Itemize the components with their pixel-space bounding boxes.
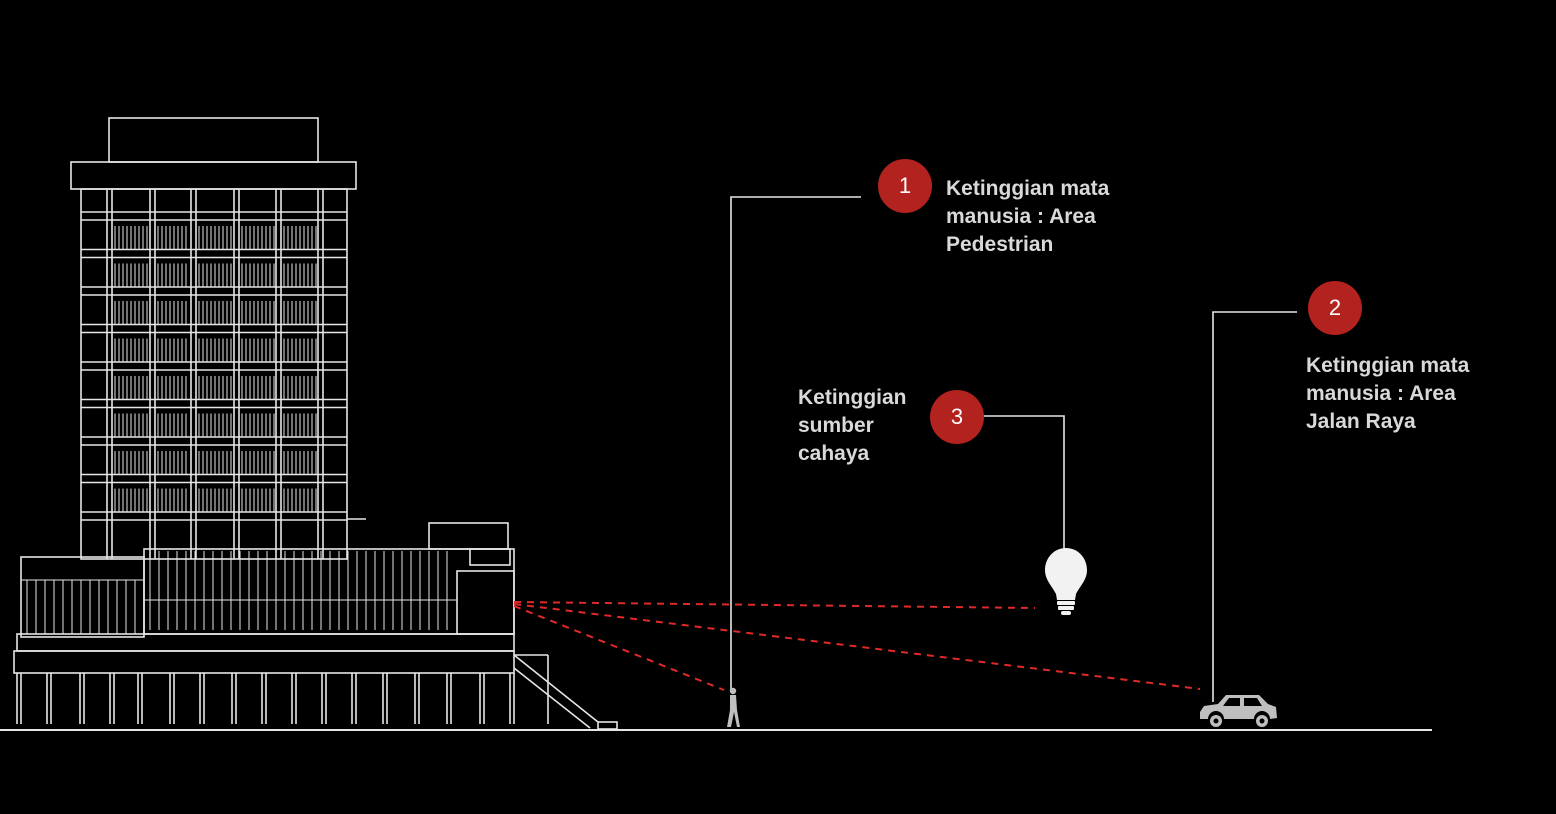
sightline-to-car [513, 603, 1201, 690]
leader-line-1 [730, 196, 861, 690]
sightlines [513, 601, 1201, 691]
annotation-1-badge: 1 [878, 159, 932, 213]
leader-line-3 [982, 415, 1065, 550]
light-bulb-icon [1045, 548, 1087, 615]
annotation-2-label: Ketinggian mata manusia : Area Jalan Ray… [1306, 354, 1470, 433]
pedestrian-icon [727, 687, 740, 727]
sightline-to-pedestrian [513, 605, 725, 691]
annotation-1-label: Ketinggian mata manusia : Area Pedestria… [946, 177, 1110, 256]
sightline-to-light [513, 601, 1036, 609]
leader-line-2 [1212, 311, 1297, 702]
annotation-3-label: Ketinggian sumber cahaya [798, 386, 907, 465]
building-elevation-icon [13, 117, 618, 730]
car-icon [1200, 695, 1277, 727]
annotation-2-badge: 2 [1308, 281, 1362, 335]
annotation-3-badge: 3 [930, 390, 984, 444]
